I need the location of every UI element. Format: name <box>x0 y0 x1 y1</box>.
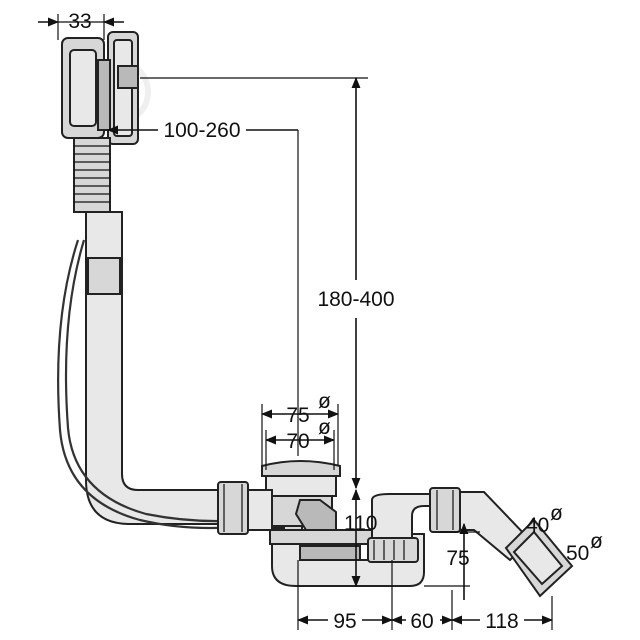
dim-33-label: 33 <box>68 10 91 33</box>
dim-75-dia: 75 ø <box>260 390 340 466</box>
outlet-pipe-angled <box>459 491 574 598</box>
union-nut-left <box>217 481 249 535</box>
trap-outlet <box>367 493 433 563</box>
dim-180-400-label: 180-400 <box>317 288 394 311</box>
dim-40-dia: 40 ø <box>526 502 563 537</box>
dim-118-label: 118 <box>485 610 518 633</box>
control-cable <box>57 239 249 530</box>
dim-75: 75 <box>424 522 480 600</box>
trap-body <box>269 529 425 587</box>
dim-bottom-chain: 95 60 118 <box>296 560 554 633</box>
dim-180-400: 180-400 <box>140 76 395 490</box>
dim-70-dia-label: 70 <box>286 430 309 453</box>
drain-pipe-horizontal <box>247 489 337 531</box>
dim-110: 110 <box>344 488 377 588</box>
dim-60-label: 60 <box>410 610 433 633</box>
dim-70-dia: 70 ø <box>264 416 336 470</box>
union-nut-right <box>429 487 461 533</box>
overflow-head <box>61 31 139 145</box>
dim-50-dia: 50 ø <box>566 530 603 565</box>
dim-70-dia-symbol: ø <box>318 416 331 439</box>
dim-33: 33 <box>38 10 124 40</box>
dim-40-dia-label: 40 <box>526 514 549 537</box>
dim-95-label: 95 <box>333 610 356 633</box>
overflow-pipe <box>85 211 223 525</box>
dim-50-dia-label: 50 <box>566 542 589 565</box>
dim-75-label: 75 <box>446 547 469 570</box>
dim-100-260-label: 100-260 <box>163 119 240 142</box>
dim-100-260: 100-260 <box>106 119 299 456</box>
dim-75-dia-label: 75 <box>286 404 309 427</box>
corrugated-hose <box>73 137 111 213</box>
dim-110-label: 110 <box>344 512 377 535</box>
dim-50-dia-symbol: ø <box>590 530 603 553</box>
dim-40-dia-symbol: ø <box>550 502 563 525</box>
dim-75-dia-symbol: ø <box>318 390 331 413</box>
